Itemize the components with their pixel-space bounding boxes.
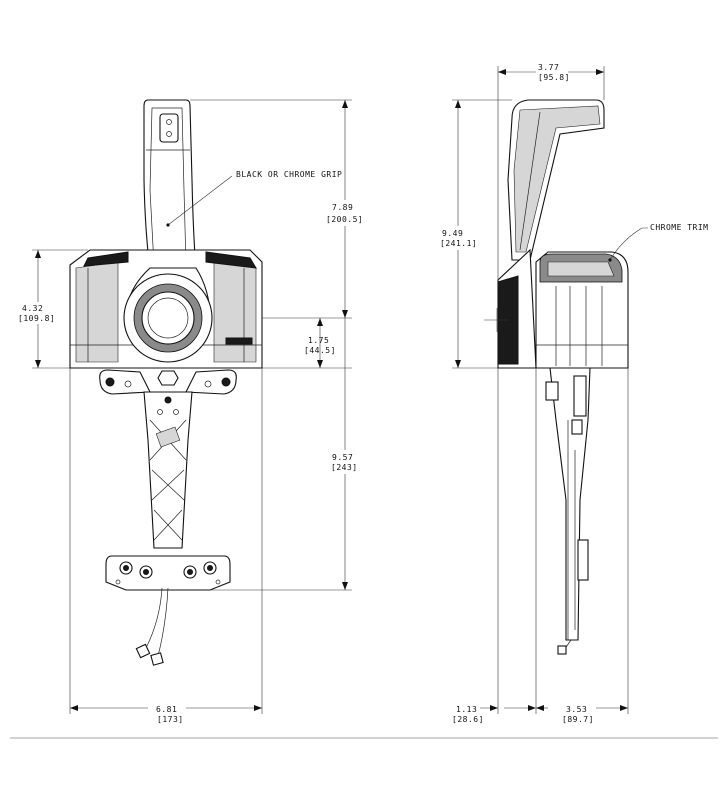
- front-hub-center: [147, 297, 189, 339]
- front-wires: [145, 587, 169, 657]
- front-button-dot-top: [166, 119, 172, 125]
- dim-front-width-mm: [173]: [157, 715, 184, 724]
- dim-front-lower-in: 9.57: [332, 453, 353, 462]
- front-mount-ear-left: [99, 369, 151, 395]
- side-lower-bracket: [549, 367, 591, 641]
- side-view: [497, 99, 629, 655]
- callout-trim: CHROME TRIM: [650, 223, 708, 232]
- front-mount-ear-right: [185, 369, 237, 395]
- dim-front-width-in: 6.81: [156, 705, 177, 714]
- dim-front-hub-mm: [44.5]: [304, 346, 336, 355]
- dim-side-offset-in: 1.13: [456, 705, 477, 714]
- dim-side-top-in: 3.77: [538, 63, 559, 72]
- front-body-shade-right: [213, 261, 257, 363]
- dim-side-depth-in: 3.53: [566, 705, 587, 714]
- dim-side-height-in: 9.49: [442, 229, 463, 238]
- front-view: [69, 99, 263, 666]
- front-wire-terminal-right: [150, 652, 164, 666]
- front-body-top-dark-right: [205, 251, 257, 269]
- dim-front-hub-in: 1.75: [308, 336, 329, 345]
- dim-side-top-mm: [95.8]: [538, 73, 570, 82]
- dim-front-height-mm: [200.5]: [326, 215, 363, 224]
- front-lower-bracket: [143, 391, 193, 549]
- dim-side-height-mm: [241.1]: [440, 239, 477, 248]
- dim-side-offset-mm: [28.6]: [452, 715, 484, 724]
- dim-front-body-mm: [109.8]: [18, 314, 55, 323]
- front-handle-button: [159, 113, 179, 143]
- side-dimensions: 3.77 [95.8] 9.49 [241.1] 1.13 [28.6] 3.5…: [440, 63, 708, 724]
- dim-side-depth-mm: [89.7]: [562, 715, 594, 724]
- front-body-top-dark: [83, 251, 129, 267]
- dim-front-lower-mm: [243]: [331, 463, 358, 472]
- front-hub-inner: [141, 291, 195, 345]
- front-dimensions: 7.89 [200.5] 4.32 [109.8] 1.75 [44.5] 9.…: [18, 99, 363, 724]
- front-button-dot-bottom: [166, 131, 172, 137]
- front-wire-terminal-left: [135, 643, 151, 659]
- front-body-shade-left: [75, 261, 119, 363]
- callout-grip: BLACK OR CHROME GRIP: [236, 170, 342, 179]
- side-trim-band: [547, 261, 615, 277]
- front-hex-nut: [157, 370, 179, 386]
- dim-front-body-in: 4.32: [22, 304, 43, 313]
- dim-front-height-in: 7.89: [332, 203, 353, 212]
- front-trim-slot: [225, 337, 253, 345]
